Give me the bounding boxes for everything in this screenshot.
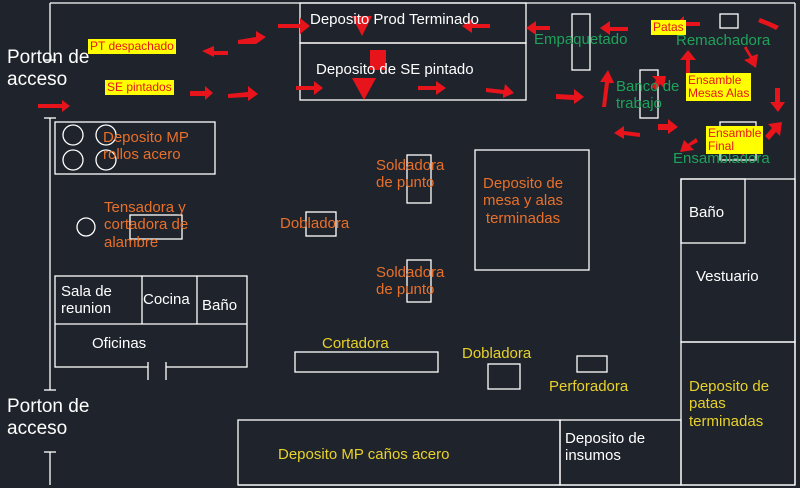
flow-arrow [600,21,628,35]
banco-trabajo-bench [639,69,659,119]
soldadora-2-machine [406,259,432,303]
dobladora-2-label: Dobladora [462,345,532,362]
flow-arrow [462,19,490,33]
flow-arrow [680,50,696,80]
soldadora-1-label: Soldadora de punto [376,157,445,192]
deposito-mesa-room [474,149,590,271]
flow-arrow [556,89,584,104]
empaquetado-label: Empaquetado [534,31,628,48]
deposito-mp-rollos-label: Deposito MP rollos acero [103,129,189,164]
sala-reunion-label: Sala de reunion [61,283,112,318]
oficinas-label: Oficinas [92,335,147,352]
cortadora-machine [294,351,439,373]
deposito-patas-room [680,341,796,486]
flow-arrow [680,138,698,152]
tensadora-machine [129,214,183,240]
soldadora-2-label: Soldadora de punto [376,264,445,299]
flow-arrow [526,21,550,35]
flow-arrow [418,81,446,95]
bano-right-label: Baño [689,204,725,221]
steel-coil-1 [62,124,84,146]
steel-coil-2 [62,149,84,171]
flow-arrow [38,100,70,112]
patas-tag: Patas [651,20,686,36]
bano-right-room [680,178,746,244]
deposito-mp-rollos-room [54,121,216,175]
soldadora-1-machine [406,154,432,204]
deposito-se-room [299,42,527,101]
flow-arrow [278,18,310,34]
flow-arrow [600,70,614,107]
flow-arrow [238,31,266,44]
flow-arrow [352,16,372,36]
flow-arrow [758,18,779,30]
ensamble-final-tag: Ensamble Final [706,126,764,155]
perforadora-machine [576,355,608,373]
deposito-insumos-room [559,419,682,486]
flow-arrow [228,86,258,101]
flow-arrow [658,119,678,134]
flow-arrow [765,122,782,140]
deposito-patas-label: Deposito de patas terminadas [689,378,770,430]
pt-despachado-tag: PT despachado [88,39,176,55]
banco-trabajo-label: Banco de trabajo [616,78,680,113]
deposito-insumos-label: Deposito de insumos [565,430,646,465]
dobladora-1-machine [305,211,337,237]
remachadora-label: Remachadora [676,32,771,49]
ensamble-mesas-tag: Ensamble Mesas Alas [686,73,752,102]
deposito-se-label: Deposito de SE pintado [316,61,474,78]
flow-arrow [770,88,785,112]
deposito-mp-canos-label: Deposito MP caños acero [278,446,450,463]
wire-spool [76,217,96,237]
dobladora-2-machine [487,363,521,390]
perforadora-label: Perforadora [549,378,629,395]
cocina-label: Cocina [143,291,190,308]
flow-arrow [190,86,213,100]
deposito-pt-label: Deposito Prod Terminado [310,11,479,28]
remachadora-machine [719,13,739,29]
flow-arrow [202,46,228,57]
bano-left-label: Baño [202,297,238,314]
flow-arrow [296,81,323,95]
gate-label-top: Porton de acceso [7,47,90,90]
flow-arrow [352,78,376,100]
flow-marker [370,50,386,70]
flow-arrow [652,76,666,90]
tensadora-label: Tensadora y cortadora de alambre [104,199,189,251]
gate-label-bottom: Porton de acceso [7,396,90,439]
flow-arrow [614,126,640,139]
material-flow-arrows [38,16,785,156]
steel-coil-4 [95,149,117,171]
dobladora-1-label: Dobladora [280,215,350,232]
deposito-mesa-label: Deposito de mesa y alas terminadas [483,175,564,227]
flow-arrow [744,46,758,68]
cortadora-label: Cortadora [322,335,389,352]
vestuario-label: Vestuario [696,268,759,285]
se-pintados-tag: SE pintados [105,80,174,96]
steel-coil-3 [95,124,117,146]
empaquetado-station [571,13,591,71]
flow-arrow [486,84,514,98]
